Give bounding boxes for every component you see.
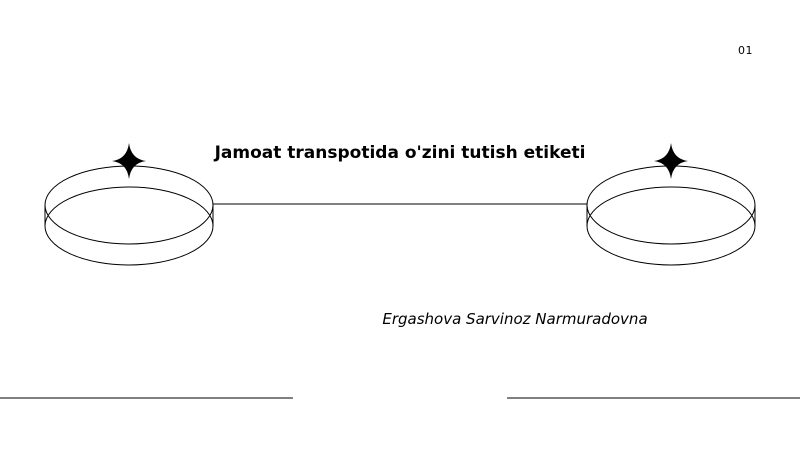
sparkle-icon [654, 143, 688, 179]
slide-title: Jamoat transpotida o'zini tutish etiketi [214, 143, 586, 163]
right-ring [586, 165, 756, 266]
sparkle-icon [112, 143, 146, 179]
right-ring-bottom-ellipse [586, 186, 756, 266]
page-number: 01 [738, 44, 753, 57]
left-ring-bottom-ellipse [44, 186, 214, 266]
left-ring [44, 165, 214, 266]
author-name: Ergashova Sarvinoz Narmuradovna [382, 310, 648, 328]
